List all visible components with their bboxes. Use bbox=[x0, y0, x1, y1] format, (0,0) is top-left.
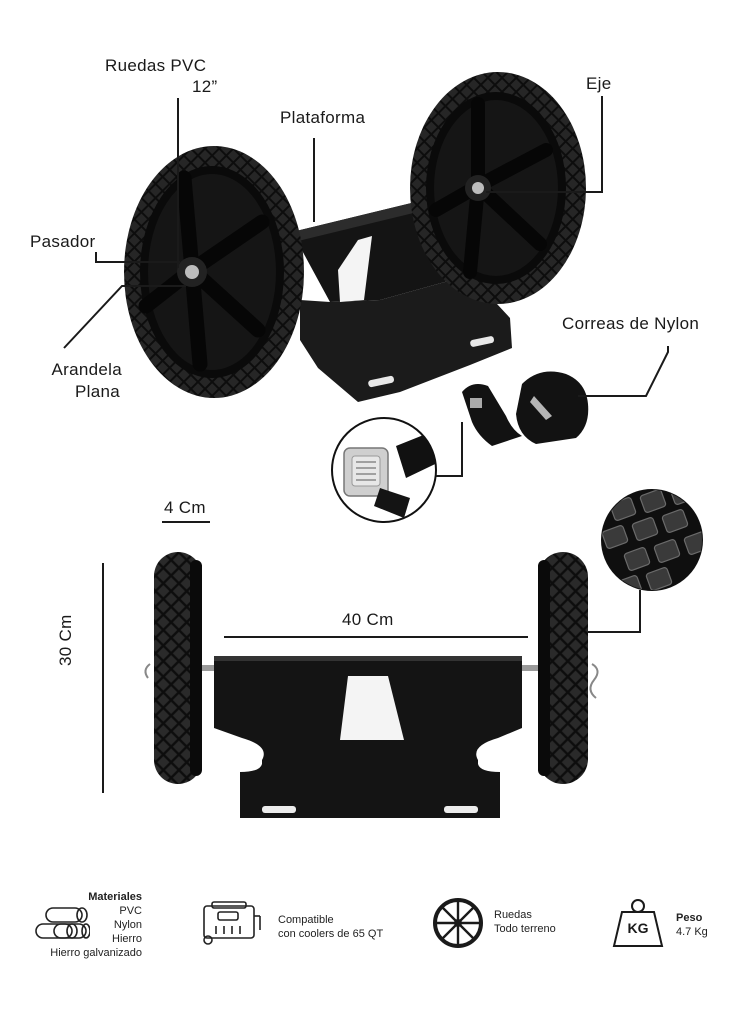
pin-label: Pasador bbox=[30, 232, 96, 251]
wheels-feature-line2: Todo terreno bbox=[494, 923, 556, 935]
wheels-feature-line1: Ruedas bbox=[494, 909, 532, 921]
compat-line1: Compatible bbox=[278, 914, 334, 926]
wheels-title-label: Ruedas PVC bbox=[105, 56, 207, 75]
wheels-size-label: 12” bbox=[192, 77, 218, 96]
axle-length-label: 40 Cm bbox=[342, 610, 394, 629]
cooler-icon bbox=[203, 901, 261, 945]
pipes-icon bbox=[35, 907, 90, 939]
weight-block: Peso 4.7 Kg bbox=[676, 911, 708, 939]
wheel-width-label: 4 Cm bbox=[164, 498, 206, 517]
weight-icon: KG bbox=[612, 898, 664, 948]
compat-block: Compatible con coolers de 65 QT bbox=[278, 913, 383, 941]
platform-label: Plataforma bbox=[280, 108, 366, 127]
materials-block: Materiales PVC Nylon Hierro Hierro galva… bbox=[0, 890, 142, 960]
cotter-pin-left bbox=[144, 663, 151, 679]
material-pvc: PVC bbox=[119, 905, 142, 917]
right-wheel-side bbox=[538, 552, 588, 784]
washer-label-line2: Plana bbox=[75, 382, 120, 401]
callout-lines bbox=[63, 96, 669, 793]
back-wheel bbox=[410, 72, 586, 304]
straps-label: Correas de Nylon bbox=[562, 314, 700, 333]
cotter-pin bbox=[589, 663, 599, 699]
left-wheel-side bbox=[154, 552, 202, 784]
washer-label-line1: Arandela bbox=[51, 360, 122, 379]
buckle-zoom bbox=[331, 417, 437, 523]
materials-title: Materiales bbox=[88, 891, 142, 903]
weight-badge: KG bbox=[627, 920, 649, 936]
compat-line2: con coolers de 65 QT bbox=[278, 928, 384, 940]
weight-title: Peso bbox=[676, 912, 703, 924]
nylon-straps bbox=[462, 371, 589, 446]
tread-zoom bbox=[601, 489, 703, 591]
axle-label: Eje bbox=[586, 74, 612, 93]
material-nylon: Nylon bbox=[113, 919, 142, 931]
bottom-platform bbox=[214, 656, 522, 818]
material-galvanized-iron: Hierro galvanizado bbox=[50, 947, 142, 959]
material-iron: Hierro bbox=[112, 933, 142, 945]
front-wheel bbox=[124, 146, 304, 398]
wheels-feature-block: Ruedas Todo terreno bbox=[494, 908, 556, 936]
height-label: 30 Cm bbox=[56, 614, 75, 666]
weight-value: 4.7 Kg bbox=[676, 926, 708, 938]
wheel-icon bbox=[433, 898, 483, 948]
